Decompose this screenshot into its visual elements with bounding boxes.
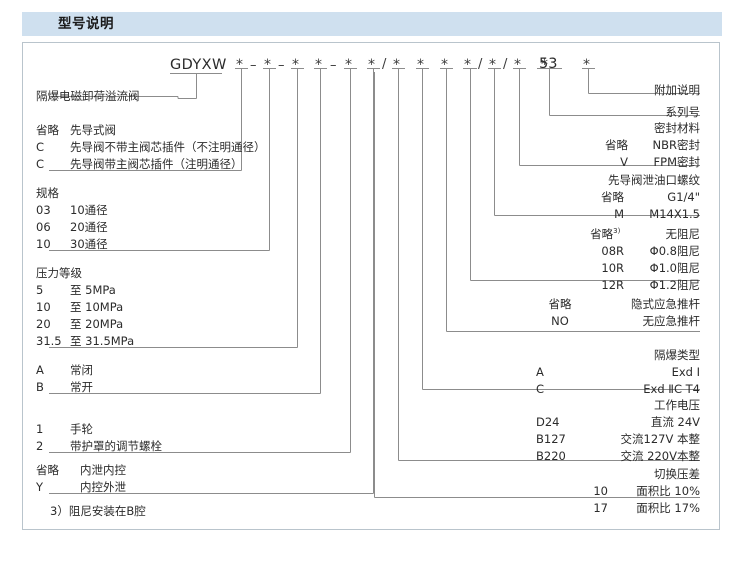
group-title: 压力等级 [36, 266, 82, 280]
right-group-additional-note: 附加说明 [420, 82, 700, 99]
code-token-star-13: * [541, 57, 548, 73]
code-token-star-8: * [417, 57, 424, 73]
code-token-star-11: * [489, 57, 496, 73]
group-title: 附加说明 [654, 83, 700, 97]
code-token-star-7: * [393, 57, 400, 73]
code-token-star-1: * [236, 57, 243, 73]
code-token-star-12: * [514, 57, 521, 73]
code-token-slash-1: / [382, 57, 387, 72]
left-group-product-name: 隔爆电磁卸荷溢流阀 [36, 88, 140, 105]
code-token-star-6: * [368, 57, 375, 73]
code-token-star-5: * [345, 57, 352, 73]
list-item: 省略3) 无阻尼 [590, 226, 700, 241]
code-token-dash-1: – [250, 58, 257, 73]
code-token-star-4: * [315, 57, 322, 73]
section-header-bar [22, 12, 722, 36]
group-title: 先导阀泄油口螺纹 [608, 173, 700, 187]
list-item: 省略内泄内控 [36, 463, 126, 477]
group-title: 系列号 [665, 105, 701, 119]
left-group-product-name-title: 隔爆电磁卸荷溢流阀 [36, 89, 140, 103]
footnote-text: 3）阻尼安装在B腔 [50, 504, 146, 518]
code-token-dash-2: – [278, 58, 285, 73]
code-token-star-14: * [583, 57, 590, 73]
right-group-series-number: 系列号 [420, 104, 701, 121]
list-item: 省略隐式应急推杆 [548, 297, 701, 311]
group-title: 切换压差 [654, 467, 700, 481]
group-title: 规格 [36, 186, 59, 200]
group-title: 隔爆类型 [654, 348, 700, 362]
code-token-slash-3: / [503, 57, 508, 72]
group-title: 工作电压 [654, 398, 700, 412]
code-token-star-9: * [441, 57, 448, 73]
diagram-frame [22, 42, 720, 530]
footnote-marker: 3) [613, 227, 621, 235]
list-item: 省略先导式阀 [36, 123, 116, 137]
code-token-slash-2: / [478, 57, 483, 72]
model-code-prefix: GDYXW [170, 57, 227, 73]
code-token-star-3: * [292, 57, 299, 73]
group-title: 密封材料 [654, 121, 700, 135]
page-title: 型号说明 [58, 16, 114, 32]
code-token-dash-3: – [330, 58, 337, 73]
code-token-star-2: * [264, 57, 271, 73]
code-token-star-10: * [464, 57, 471, 73]
